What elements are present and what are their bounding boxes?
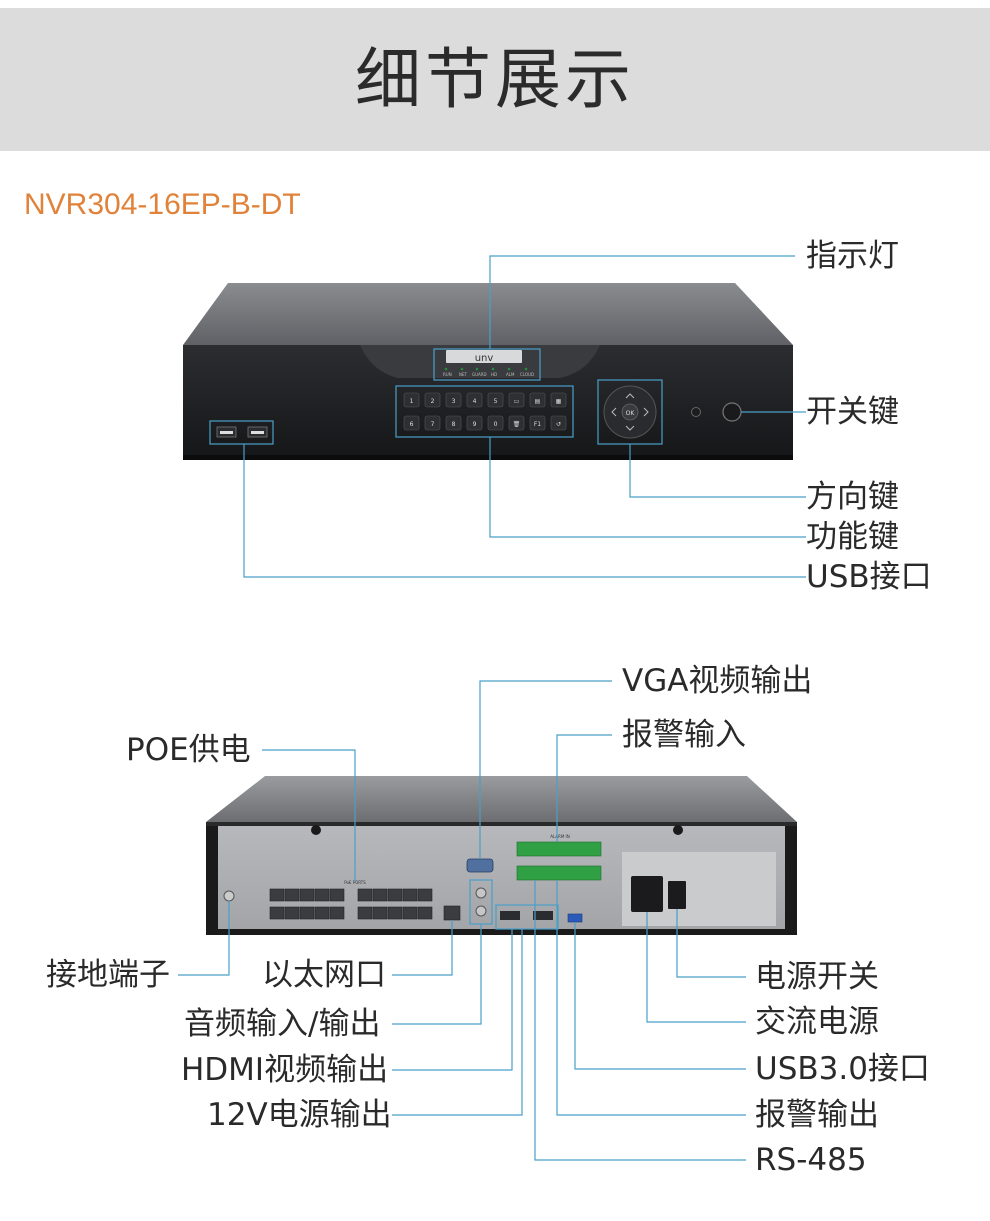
svg-text:GUARD: GUARD bbox=[472, 372, 487, 377]
svg-text:7: 7 bbox=[431, 421, 435, 428]
label-ground: 接地端子 bbox=[46, 957, 170, 993]
callout-audio bbox=[392, 924, 482, 1025]
callout-hdmi bbox=[392, 929, 513, 1071]
svg-text:▦: ▦ bbox=[556, 398, 562, 405]
svg-text:▭: ▭ bbox=[514, 398, 520, 405]
poe-ports bbox=[269, 888, 433, 920]
label-audio: 音频输入/输出 bbox=[184, 1006, 381, 1042]
hdmi-port-1 bbox=[500, 911, 520, 920]
label-ac-power: 交流电源 bbox=[755, 1004, 879, 1040]
callout-ethernet bbox=[392, 920, 453, 976]
label-usb: USB接口 bbox=[806, 559, 932, 595]
label-alarm-in: 报警输入 bbox=[622, 717, 746, 753]
front-device-top bbox=[183, 283, 793, 345]
rear-device-top bbox=[206, 776, 797, 822]
svg-text:F1: F1 bbox=[534, 421, 541, 428]
indicator-labels: RUN NET GUARD HD ALM CLOUD bbox=[443, 372, 534, 377]
callout-vga bbox=[479, 680, 612, 859]
power-led bbox=[691, 407, 701, 417]
callout-direction-key bbox=[629, 444, 806, 498]
svg-text:8: 8 bbox=[452, 421, 456, 428]
svg-text:HD: HD bbox=[491, 372, 497, 377]
callout-alarm-in bbox=[556, 734, 612, 842]
label-alarm-out: 报警输出 bbox=[755, 1097, 879, 1133]
svg-text:1: 1 bbox=[410, 398, 414, 405]
label-hdmi: HDMI视频输出 bbox=[181, 1052, 389, 1088]
svg-text:5: 5 bbox=[494, 398, 498, 405]
label-vga: VGA视频输出 bbox=[622, 663, 813, 699]
callout-power-switch bbox=[676, 909, 746, 978]
label-dc12v: 12V电源输出 bbox=[207, 1097, 392, 1133]
front-display bbox=[446, 350, 522, 363]
callout-ground bbox=[178, 901, 230, 976]
callout-dc12v bbox=[392, 929, 523, 1116]
svg-text:ALM: ALM bbox=[506, 372, 515, 377]
vga-port bbox=[466, 858, 494, 873]
svg-text:2: 2 bbox=[431, 398, 435, 405]
poe-caption: PoE PORTS bbox=[344, 880, 366, 885]
callout-rs485 bbox=[534, 880, 746, 1161]
label-indicator: 指示灯 bbox=[806, 238, 899, 274]
ground-terminal bbox=[223, 890, 235, 902]
callout-poe bbox=[262, 749, 356, 882]
callout-usb bbox=[243, 444, 806, 578]
indicator-highlight bbox=[433, 348, 541, 381]
keypad-highlight bbox=[395, 385, 574, 438]
callout-function-key bbox=[489, 437, 806, 538]
hdmi-port-2 bbox=[533, 911, 553, 920]
label-function-key: 功能键 bbox=[806, 519, 899, 555]
callout-indicator bbox=[489, 255, 795, 349]
header-banner: 细节展示 bbox=[0, 8, 990, 151]
svg-text:NET: NET bbox=[459, 372, 468, 377]
svg-text:RUN: RUN bbox=[443, 372, 452, 377]
label-rs485: RS-485 bbox=[755, 1142, 867, 1178]
usb3-port bbox=[567, 913, 583, 923]
callout-alarm-out bbox=[556, 880, 746, 1116]
hdmi-highlight bbox=[495, 904, 559, 930]
svg-text:▤: ▤ bbox=[535, 398, 541, 405]
label-usb3: USB3.0接口 bbox=[755, 1051, 930, 1087]
audio-out bbox=[475, 905, 487, 917]
label-direction-key: 方向键 bbox=[806, 479, 899, 515]
alarm-in-caption: ALARM IN bbox=[550, 834, 569, 839]
power-switch bbox=[668, 881, 686, 909]
callout-ac-power bbox=[646, 912, 746, 1023]
label-poe: POE供电 bbox=[126, 732, 251, 768]
svg-text:6: 6 bbox=[410, 421, 414, 428]
alarm-out-terminal bbox=[516, 865, 602, 881]
label-power-switch: 电源开关 bbox=[755, 959, 879, 995]
model-name: NVR304-16EP-B-DT bbox=[24, 188, 301, 221]
audio-in bbox=[475, 887, 487, 899]
svg-text:🗑: 🗑 bbox=[513, 420, 521, 428]
alarm-in-terminal bbox=[516, 841, 602, 857]
usb-highlight bbox=[209, 420, 274, 445]
brand-logo: unv bbox=[475, 353, 494, 364]
svg-text:CLOUD: CLOUD bbox=[520, 372, 534, 377]
label-ethernet: 以太网口 bbox=[262, 957, 386, 993]
page-title: 细节展示 bbox=[355, 41, 635, 118]
ok-key-label: OK bbox=[626, 410, 636, 417]
callout-usb3 bbox=[574, 922, 746, 1070]
svg-text:3: 3 bbox=[452, 398, 456, 405]
svg-text:9: 9 bbox=[473, 421, 477, 428]
ethernet-port bbox=[443, 905, 461, 921]
label-power-key: 开关键 bbox=[806, 394, 899, 430]
svg-text:4: 4 bbox=[473, 398, 477, 405]
power-button bbox=[722, 402, 742, 422]
ac-power-inlet bbox=[631, 876, 663, 912]
svg-text:0: 0 bbox=[494, 421, 498, 428]
keypad bbox=[403, 392, 567, 431]
svg-text:↺: ↺ bbox=[556, 421, 561, 428]
